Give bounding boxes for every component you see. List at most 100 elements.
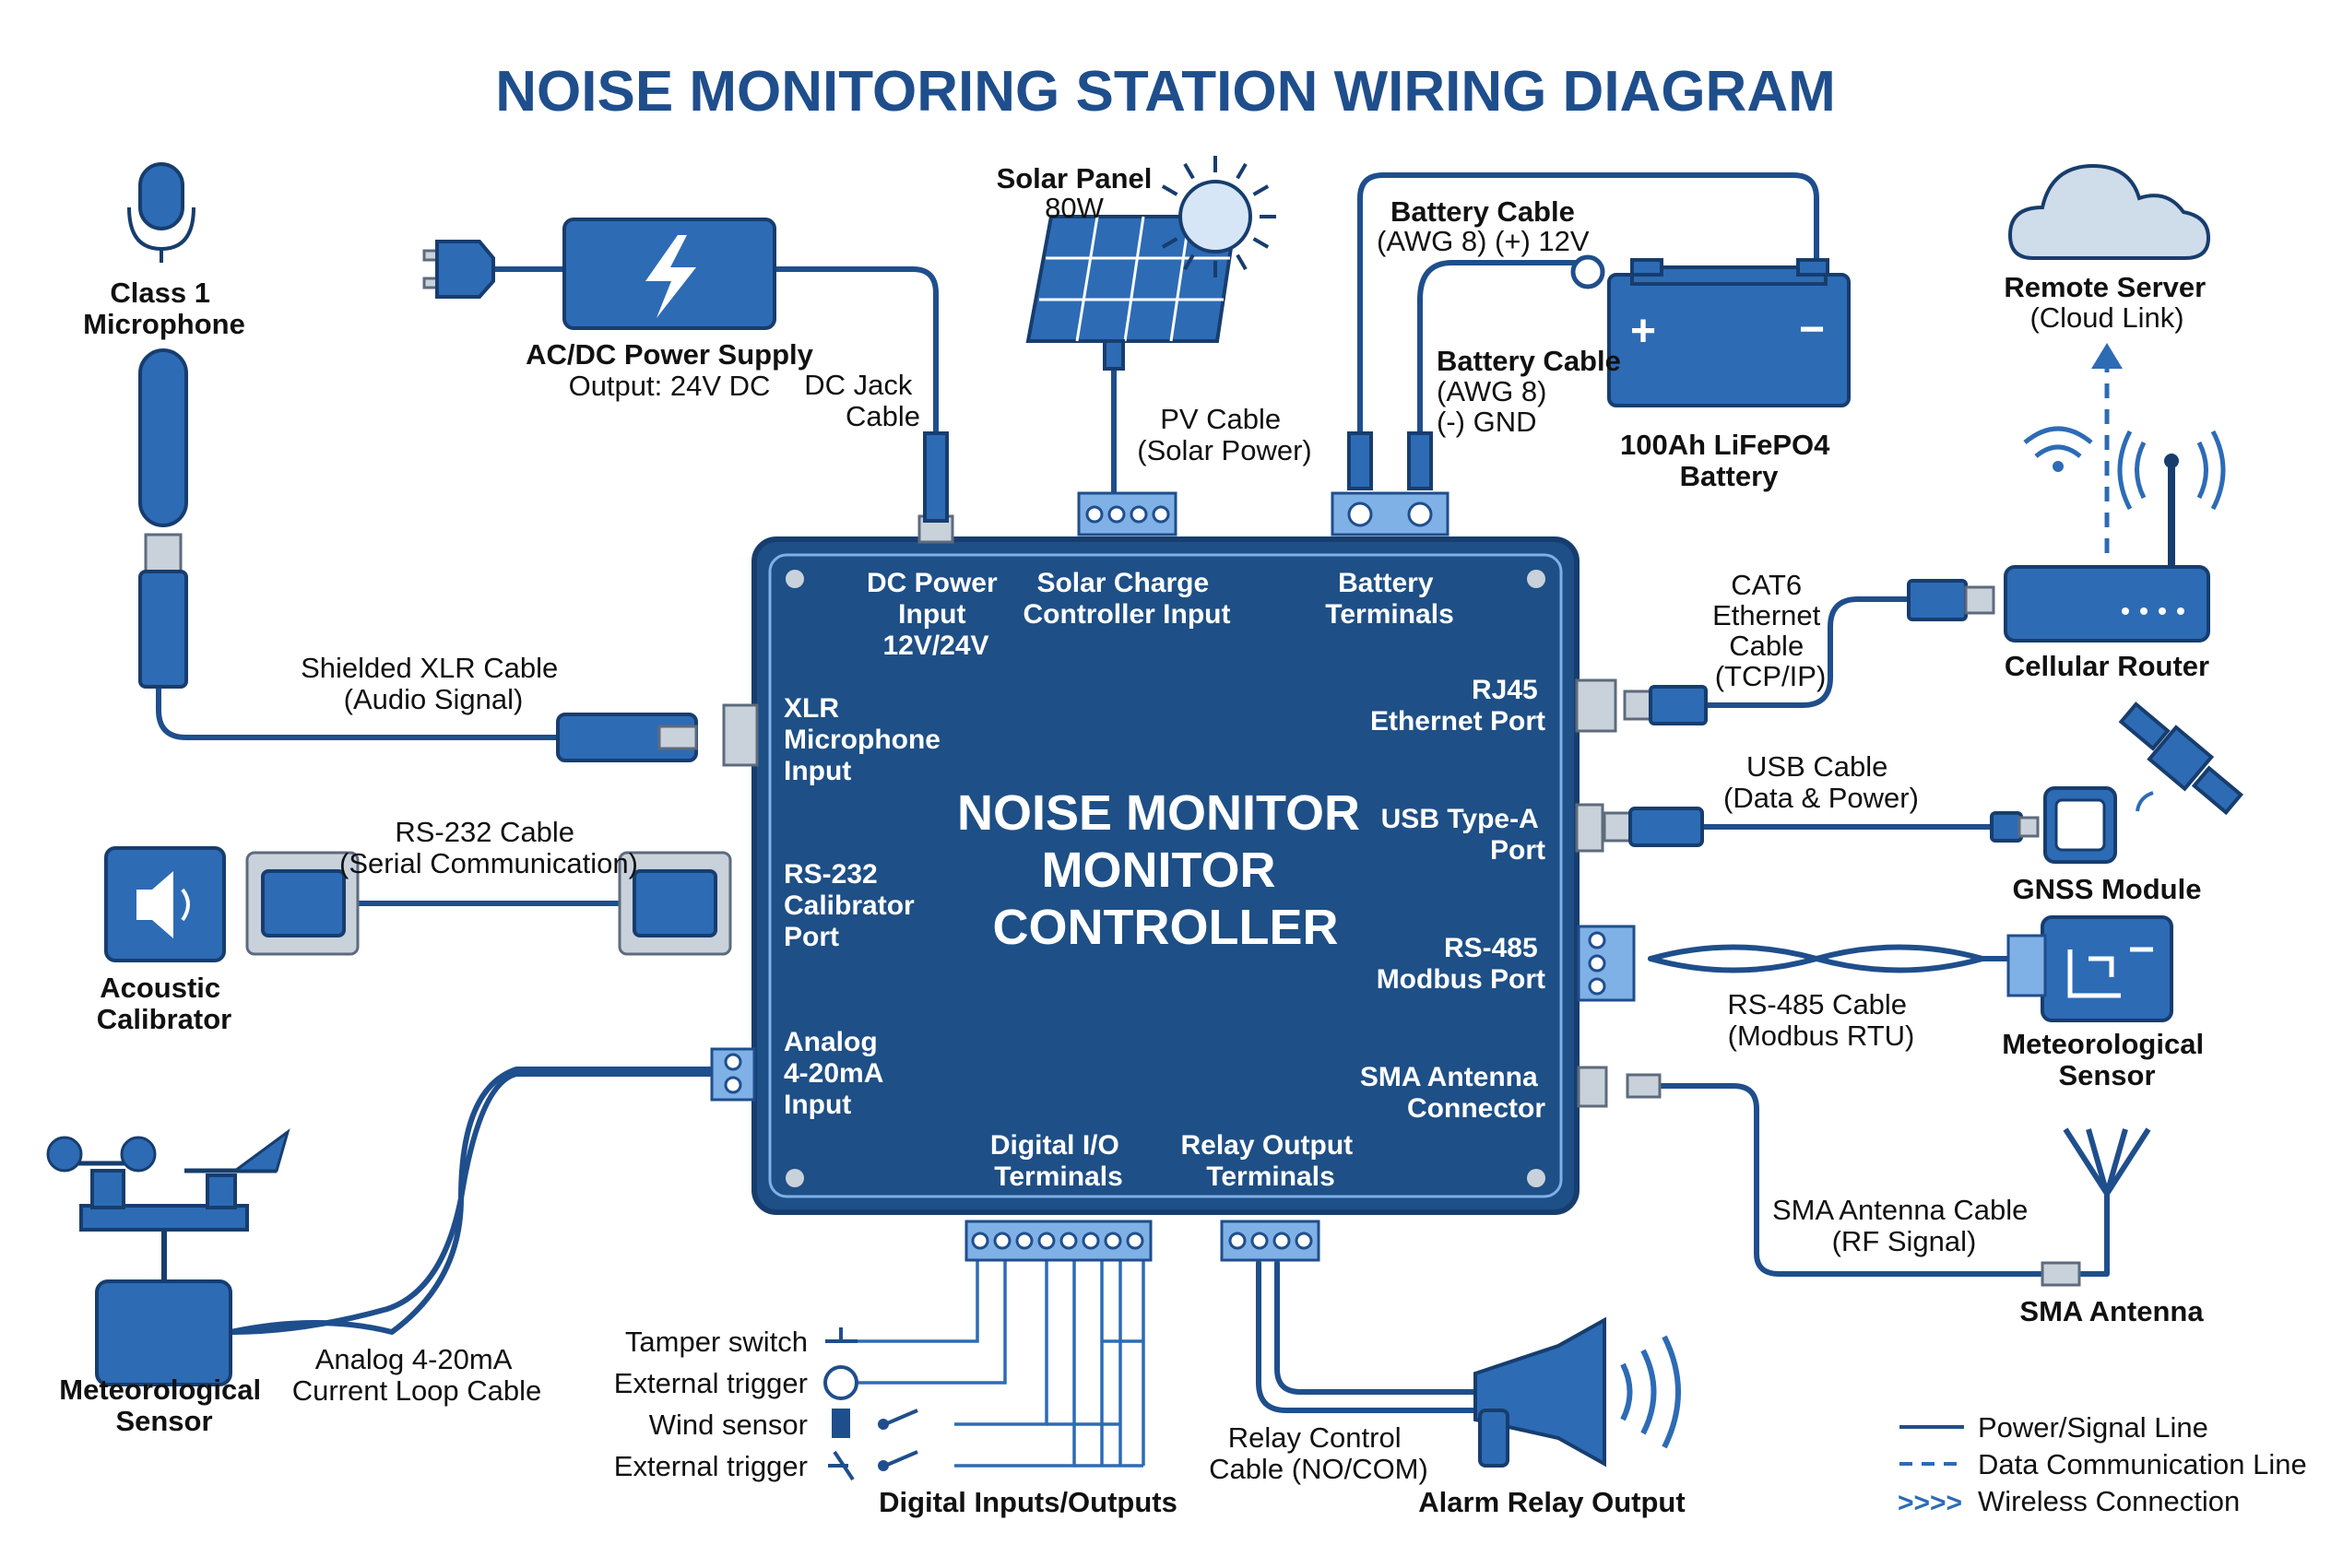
terminal-screw bbox=[971, 1232, 989, 1250]
sun-icon bbox=[1154, 156, 1276, 277]
met-sensor-right-label: Meteorological Sensor bbox=[2002, 1028, 2211, 1091]
ring-terminal bbox=[1570, 254, 1605, 289]
legend-item: Power/Signal Line bbox=[1978, 1411, 2208, 1444]
cloud-icon[interactable] bbox=[2007, 163, 2211, 260]
alarm-label: Alarm Relay Output bbox=[1418, 1486, 1685, 1518]
port-label-rs485: RS-485 Modbus Port bbox=[1377, 933, 1545, 995]
remote-server-label: Remote Server (Cloud Link) bbox=[2004, 271, 2209, 334]
port-label-battery: Battery Terminals bbox=[1325, 568, 1454, 630]
dc-jack-cable-label: DC Jack Cable bbox=[804, 369, 920, 432]
rj45-plug-controller bbox=[1623, 685, 1708, 725]
wind-vane-icon bbox=[184, 1128, 290, 1173]
port-label-digital-io: Digital I/O Terminals bbox=[990, 1130, 1127, 1192]
rs485-cable-label: RS-485 Cable (Modbus RTU) bbox=[1727, 988, 1914, 1052]
wires bbox=[156, 172, 2110, 1468]
switch-symbols bbox=[823, 1327, 918, 1481]
battery-label: 100Ah LiFePO4 Battery bbox=[1620, 429, 1838, 492]
cellular-router[interactable] bbox=[2004, 454, 2210, 643]
db9-plug-right bbox=[618, 851, 732, 956]
db9-plug-left bbox=[245, 851, 360, 956]
rs232-cable-label: RS-232 Cable (Serial Communication) bbox=[339, 816, 638, 879]
terminal-screw bbox=[1228, 1232, 1247, 1250]
battery-neg-cable-label: Battery Cable (AWG 8) (-) GND bbox=[1437, 345, 1625, 438]
port-label-rj45: RJ45 Ethernet Port bbox=[1370, 675, 1545, 737]
legend-item: Wireless Connection bbox=[1978, 1485, 2240, 1517]
xlr-plug bbox=[556, 713, 698, 762]
port-label-rs232: RS-232 Calibrator Port bbox=[784, 859, 922, 952]
port-label-analog: Analog 4-20mA Input bbox=[784, 1027, 891, 1120]
cellular-router-label: Cellular Router bbox=[2005, 650, 2209, 682]
usb-plug-gnss bbox=[1990, 811, 2040, 843]
port-label-relay: Relay Output Terminals bbox=[1180, 1130, 1360, 1192]
lightning-icon bbox=[645, 235, 696, 318]
digital-input-label: External trigger bbox=[614, 1450, 808, 1482]
legend-item: Data Communication Line bbox=[1978, 1448, 2307, 1480]
microphone-label: Class 1 Microphone bbox=[83, 277, 245, 340]
sun-ray bbox=[1236, 162, 1248, 180]
microphone-icon[interactable] bbox=[127, 162, 195, 689]
terminal-screw bbox=[1295, 1232, 1313, 1250]
solar-panel[interactable] bbox=[1025, 215, 1238, 371]
terminal-screw bbox=[1130, 505, 1148, 524]
port-label-xlr: XLR Microphone Input bbox=[784, 693, 948, 786]
port-label-usb: USB Type-A Port bbox=[1381, 804, 1545, 866]
terminal-screw bbox=[993, 1232, 1012, 1250]
controller-labels: NOISE MONITOR MONITOR CONTROLLER DC Powe… bbox=[784, 568, 1545, 1192]
sound-waves-icon bbox=[1620, 1335, 1681, 1449]
battery[interactable] bbox=[1607, 258, 1851, 407]
xlr-cable-label: Shielded XLR Cable (Audio Signal) bbox=[301, 652, 566, 715]
router-signal-icon bbox=[2117, 430, 2226, 511]
meteorological-sensor-left[interactable] bbox=[79, 1169, 249, 1386]
noise-monitor-controller[interactable] bbox=[751, 536, 1580, 1215]
terminal-screw bbox=[1104, 1232, 1122, 1250]
sma-plug-antenna bbox=[2041, 1261, 2081, 1287]
terminal-screw bbox=[724, 1053, 742, 1071]
terminal-screw bbox=[1152, 505, 1170, 524]
port-label-sma: SMA Antenna Connector bbox=[1360, 1062, 1545, 1124]
rj45-plug-router bbox=[1907, 579, 1995, 621]
terminal-screw bbox=[1588, 977, 1606, 996]
digital-input-label: Tamper switch bbox=[625, 1326, 808, 1358]
cloud-uplink-arrow bbox=[2091, 343, 2123, 369]
terminal-screw bbox=[1272, 1232, 1291, 1250]
sun-ray bbox=[1252, 237, 1270, 249]
gnss-module[interactable] bbox=[2043, 786, 2117, 864]
usb-plug-controller bbox=[1603, 807, 1704, 847]
power-supply-output: Output: 24V DC bbox=[569, 370, 771, 402]
terminal-screw bbox=[1059, 1232, 1078, 1250]
terminal-screw bbox=[1015, 1232, 1034, 1250]
terminal-screw bbox=[1588, 931, 1606, 949]
port-label-solar: Solar Charge Controller Input bbox=[1024, 568, 1231, 630]
sun-ray bbox=[1183, 253, 1195, 271]
meteorological-sensor-right[interactable] bbox=[2006, 915, 2173, 1022]
legend-wireless-symbol: >>>> bbox=[1898, 1488, 1962, 1518]
anemometer-icon bbox=[46, 1136, 157, 1173]
terminal-screw bbox=[1250, 1232, 1269, 1250]
sma-antenna[interactable] bbox=[2063, 1127, 2151, 1204]
digital-input-label: Wind sensor bbox=[649, 1409, 808, 1441]
terminal-screw bbox=[724, 1076, 742, 1094]
terminal-screw bbox=[1082, 1232, 1100, 1250]
sma-plug-controller bbox=[1626, 1073, 1662, 1099]
speaker-icon bbox=[136, 871, 190, 938]
battery-minus-sign: − bbox=[1799, 305, 1825, 354]
pv-cable-label: PV Cable (Solar Power) bbox=[1137, 403, 1312, 466]
usb-cable-label: USB Cable (Data & Power) bbox=[1723, 750, 1919, 814]
port-label-dc-power: DC Power Input 12V/24V bbox=[867, 568, 1005, 661]
cat6-cable-label: CAT6 Ethernet Cable (TCP/IP) bbox=[1712, 569, 1828, 692]
terminal-screw bbox=[1588, 954, 1606, 973]
solar-panel-rating: 80W bbox=[1045, 192, 1104, 224]
sun-ray bbox=[1161, 184, 1178, 196]
alarm-horn[interactable] bbox=[1473, 1316, 1606, 1468]
sun-ray bbox=[1183, 162, 1195, 180]
digital-input-list: Tamper switch External trigger Wind sens… bbox=[614, 1326, 808, 1482]
relay-cable-label: Relay Control Cable (NO/COM) bbox=[1209, 1421, 1428, 1485]
wifi-icon bbox=[2023, 426, 2093, 472]
power-supply-label: AC/DC Power Supply bbox=[526, 338, 814, 371]
battery-pos-cable-label: Battery Cable (AWG 8) (+) 12V bbox=[1377, 195, 1590, 257]
acoustic-calibrator-label: Acoustic Calibrator bbox=[97, 972, 231, 1035]
diagram-title: NOISE MONITORING STATION WIRING DIAGRAM bbox=[495, 60, 1836, 124]
terminal-screw bbox=[1037, 1232, 1056, 1250]
sun-ray bbox=[1236, 253, 1248, 271]
